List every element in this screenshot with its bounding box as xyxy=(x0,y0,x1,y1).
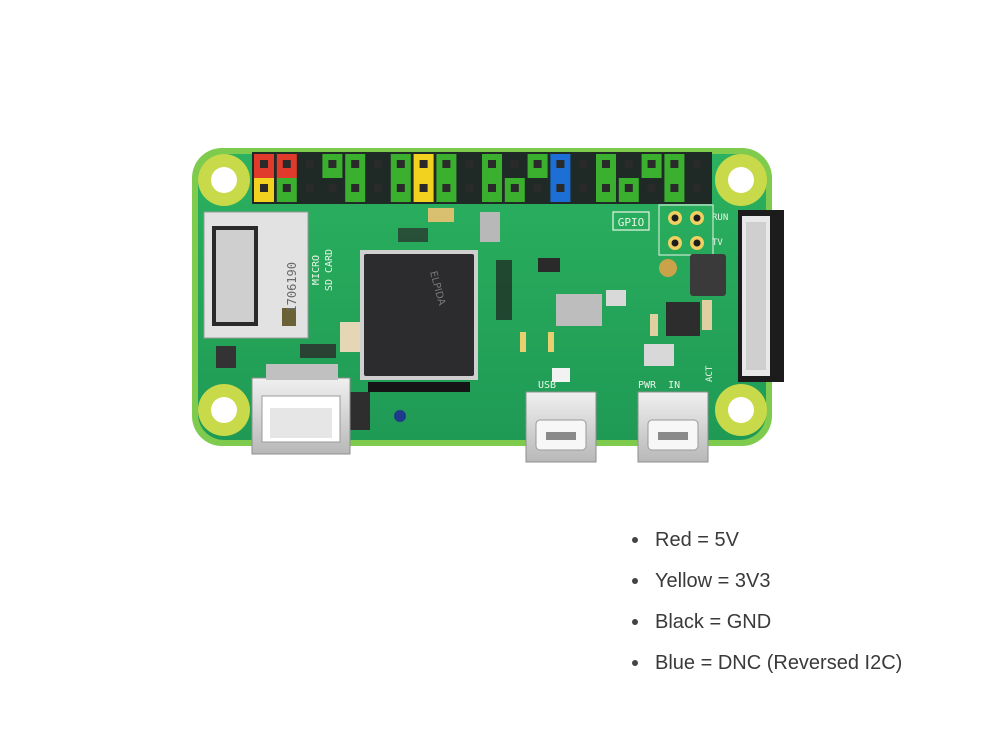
pin-tip xyxy=(647,160,656,168)
pin-tip xyxy=(465,184,474,192)
legend-item-black: Black = GND xyxy=(630,608,902,649)
pin-tip xyxy=(396,160,405,168)
gpio-pins xyxy=(254,154,708,202)
pwr-in-silkscreen: PWR IN xyxy=(638,380,680,391)
pin-tip xyxy=(693,160,702,168)
micro-usb-port-data xyxy=(525,391,597,463)
pin-tip xyxy=(693,184,702,192)
passive-components xyxy=(216,208,726,430)
soc-chip xyxy=(360,250,478,392)
pin-tip xyxy=(419,184,428,192)
pin-tip xyxy=(488,160,496,168)
pin-tip xyxy=(282,160,291,168)
pin-tip xyxy=(396,184,405,192)
micro-silkscreen: MICRO xyxy=(311,255,322,285)
pin-tip xyxy=(442,184,451,192)
pin-tip xyxy=(533,160,542,168)
micro-sd-slot xyxy=(203,211,309,339)
pin-tip xyxy=(328,184,337,192)
bullet-icon xyxy=(632,578,638,584)
bullet-icon xyxy=(632,660,638,666)
micro-usb-port-power xyxy=(637,391,709,463)
pin-tip xyxy=(282,184,291,192)
pin-tip xyxy=(260,184,268,192)
legend-text: Black = GND xyxy=(655,611,772,633)
pin-tip xyxy=(533,184,542,192)
legend-text: Blue = DNC (Reversed I2C) xyxy=(655,652,903,674)
pin-tip xyxy=(374,160,382,168)
pin-tip xyxy=(305,184,314,192)
pin-tip xyxy=(510,160,519,168)
sd-card-silkscreen: SD CARD xyxy=(324,249,335,291)
pin-tip xyxy=(556,160,565,168)
bullet-icon xyxy=(632,537,638,543)
gpio-silkscreen: GPIO xyxy=(618,216,645,229)
pin-tip xyxy=(260,160,268,168)
pin-tip xyxy=(351,160,360,168)
pin-tip xyxy=(442,160,451,168)
legend-text: Red = 5V xyxy=(655,529,739,551)
pin-tip xyxy=(351,184,360,192)
camera-connector xyxy=(738,210,784,382)
pin-tip xyxy=(488,184,496,192)
pin-tip xyxy=(624,184,633,192)
pin-tip xyxy=(670,160,679,168)
pin-tip xyxy=(670,184,679,192)
usb-silkscreen: USB xyxy=(538,380,556,391)
pin-tip xyxy=(328,160,337,168)
pin-tip xyxy=(419,160,428,168)
pin-tip xyxy=(510,184,519,192)
legend-item-yellow: Yellow = 3V3 xyxy=(630,567,902,608)
pin-tip xyxy=(465,160,474,168)
pin-tip xyxy=(602,184,610,192)
mini-hdmi-port xyxy=(251,364,351,455)
pin-tip xyxy=(374,184,382,192)
pin-tip xyxy=(579,184,588,192)
pin-color-legend: Red = 5V Yellow = 3V3 Black = GND Blue =… xyxy=(630,526,902,690)
pin-tip xyxy=(556,184,565,192)
act-silkscreen: ACT xyxy=(705,365,715,382)
pin-tip xyxy=(305,160,314,168)
legend-item-red: Red = 5V xyxy=(630,526,902,567)
pin-tip xyxy=(579,160,588,168)
sd-code: 1706190 xyxy=(285,262,299,313)
run-tv-pads xyxy=(658,204,714,256)
bullet-icon xyxy=(632,619,638,625)
mounting-holes xyxy=(198,154,767,436)
pin-tip xyxy=(602,160,610,168)
legend-text: Yellow = 3V3 xyxy=(655,570,771,592)
pin-tip xyxy=(647,184,656,192)
legend-item-blue: Blue = DNC (Reversed I2C) xyxy=(630,649,902,690)
run-silkscreen: RUN xyxy=(712,213,728,223)
tv-silkscreen: TV xyxy=(712,238,723,248)
pin-tip xyxy=(624,160,633,168)
